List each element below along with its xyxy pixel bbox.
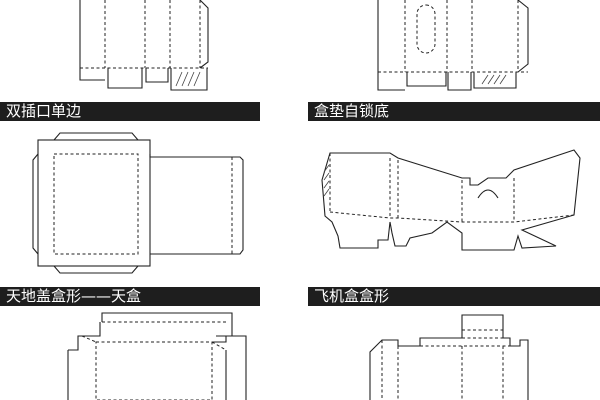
caption-double-tuck: 双插口单边 xyxy=(0,102,260,121)
dieline-auto-lock-bottom xyxy=(321,149,581,251)
dieline-mailer-box xyxy=(369,314,529,400)
dieline-tuck-box-window xyxy=(377,0,529,91)
dieline-tray xyxy=(32,132,244,274)
caption-lid-box: 天地盖盒形——天盒 xyxy=(0,287,260,306)
dieline-lid-box xyxy=(67,312,247,400)
caption-auto-lock-bottom: 盒垫自锁底 xyxy=(308,102,600,121)
dieline-double-tuck-bottom xyxy=(79,0,209,91)
caption-mailer-box: 飞机盒盒形 xyxy=(308,287,600,306)
